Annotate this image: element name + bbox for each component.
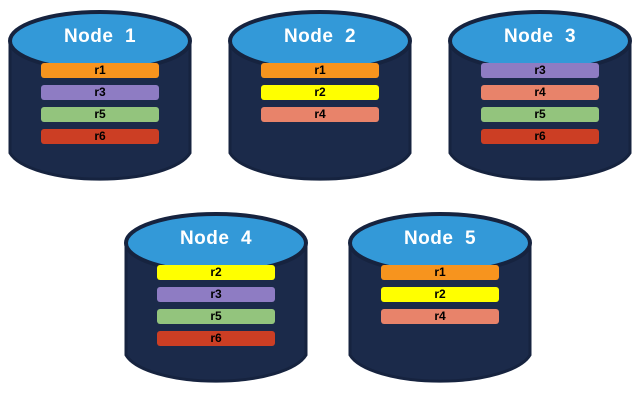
replica-stack: r1 r3 r5 r6 [41, 63, 159, 151]
replica-bar-r2[interactable]: r2 [261, 85, 379, 100]
node-cylinder-1[interactable]: Node 1 r1 r3 r5 r6 [8, 8, 192, 186]
replica-bar-r5[interactable]: r5 [157, 309, 275, 324]
replica-bar-r4[interactable]: r4 [481, 85, 599, 100]
replica-stack: r1 r2 r4 [261, 63, 379, 129]
node-title: Node 1 [63, 26, 137, 47]
node-title: Node 4 [179, 228, 253, 249]
replica-bar-r3[interactable]: r3 [157, 287, 275, 302]
replica-bar-r3[interactable]: r3 [481, 63, 599, 78]
replica-bar-r5[interactable]: r5 [481, 107, 599, 122]
replica-bar-r6[interactable]: r6 [41, 129, 159, 144]
replica-bar-r1[interactable]: r1 [41, 63, 159, 78]
replica-bar-r5[interactable]: r5 [41, 107, 159, 122]
replica-bar-r6[interactable]: r6 [157, 331, 275, 346]
node-title: Node 2 [283, 26, 357, 47]
replica-bar-r3[interactable]: r3 [41, 85, 159, 100]
replica-bar-r4[interactable]: r4 [261, 107, 379, 122]
replica-bar-r2[interactable]: r2 [157, 265, 275, 280]
replica-bar-r1[interactable]: r1 [381, 265, 499, 280]
node-cylinder-4[interactable]: Node 4 r2 r3 r5 r6 [124, 210, 308, 388]
node-cylinder-5[interactable]: Node 5 r1 r2 r4 [348, 210, 532, 388]
replica-stack: r2 r3 r5 r6 [157, 265, 275, 353]
replica-bar-r1[interactable]: r1 [261, 63, 379, 78]
replica-stack: r3 r4 r5 r6 [481, 63, 599, 151]
replica-stack: r1 r2 r4 [381, 265, 499, 331]
node-title: Node 3 [503, 26, 577, 47]
replica-bar-r4[interactable]: r4 [381, 309, 499, 324]
node-cylinder-3[interactable]: Node 3 r3 r4 r5 r6 [448, 8, 632, 186]
replica-bar-r2[interactable]: r2 [381, 287, 499, 302]
replica-bar-r6[interactable]: r6 [481, 129, 599, 144]
node-cylinder-2[interactable]: Node 2 r1 r2 r4 [228, 8, 412, 186]
node-title: Node 5 [403, 228, 477, 249]
